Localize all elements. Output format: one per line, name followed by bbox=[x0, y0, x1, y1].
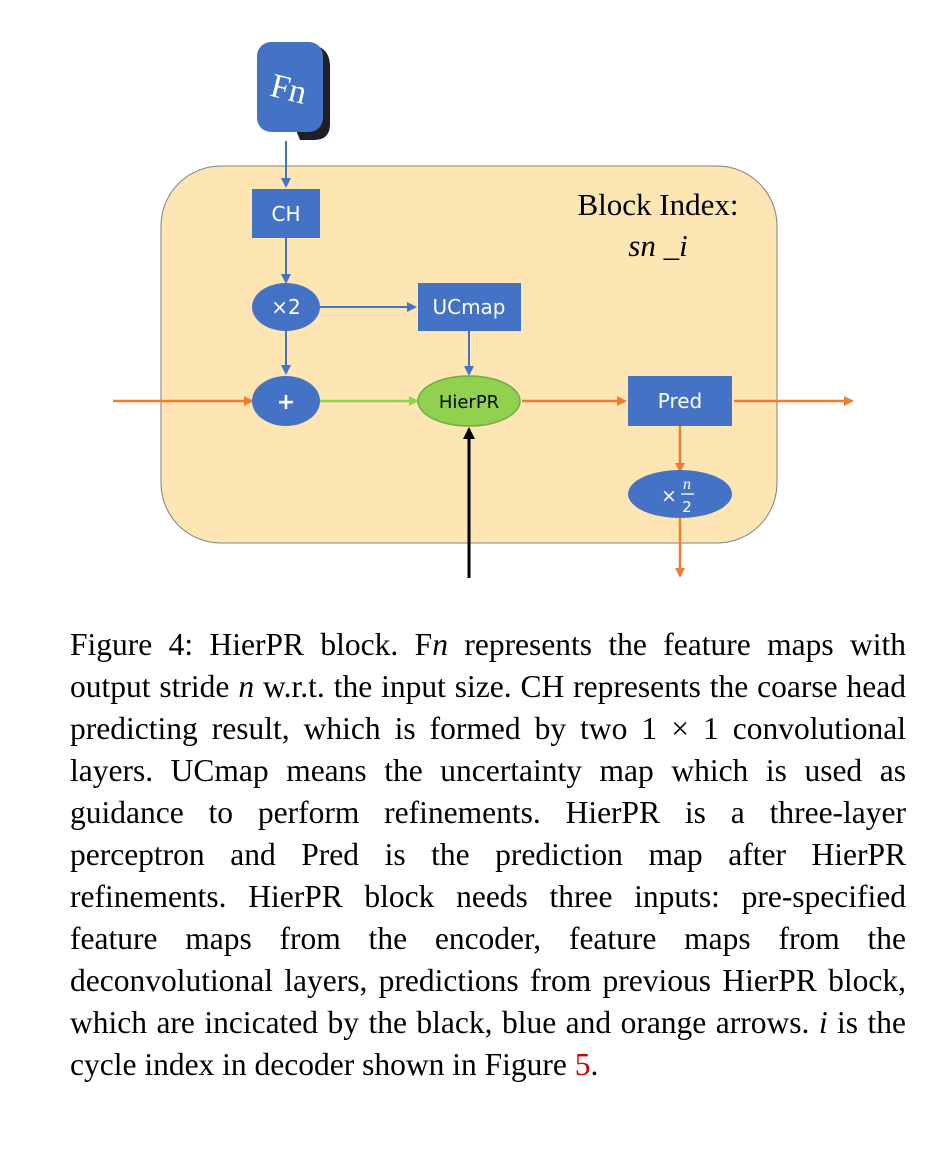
figure-reference-link[interactable]: 5 bbox=[574, 1047, 591, 1082]
hierpr-node bbox=[417, 375, 521, 427]
caption-label: Figure 4: bbox=[70, 627, 194, 662]
hierpr-block-diagram: Fn CH ×2 UCmap + HierPR Pred × n 2 Block… bbox=[113, 42, 854, 578]
pred-box bbox=[628, 376, 732, 426]
times-n-over-2-times: × bbox=[661, 485, 677, 507]
caption-math-i: i bbox=[818, 1005, 828, 1040]
times-n-over-2-denominator: 2 bbox=[682, 498, 692, 516]
plus-label: + bbox=[277, 390, 295, 415]
ucmap-box bbox=[418, 283, 521, 331]
caption-math-n-2: n bbox=[238, 669, 255, 704]
block-index-value: sn _i bbox=[628, 228, 687, 263]
caption-text-1: HierPR block. F bbox=[209, 627, 433, 662]
times-n-over-2-numerator: n bbox=[683, 476, 691, 493]
figure-caption: Figure 4: HierPR block. Fn represents th… bbox=[70, 624, 906, 1086]
fn-input-label: Fn bbox=[267, 67, 311, 112]
caption-math-n: n bbox=[432, 627, 448, 662]
caption-text-2: represents the feature maps with output … bbox=[70, 627, 906, 704]
ucmap-label: UCmap bbox=[432, 295, 505, 319]
block-index-label: Block Index: bbox=[578, 187, 739, 222]
fn-input-node: Fn bbox=[257, 42, 330, 140]
caption-text-3: w.r.t. the input size. CH represents the… bbox=[70, 669, 906, 1040]
caption-text-5: . bbox=[590, 1047, 599, 1082]
ch-label: CH bbox=[271, 202, 300, 226]
times2-label: ×2 bbox=[271, 295, 300, 319]
times-n-over-2-node bbox=[628, 470, 732, 518]
plus-node bbox=[252, 376, 320, 426]
hierpr-label: HierPR bbox=[439, 392, 499, 413]
ch-box bbox=[252, 189, 320, 238]
pred-label: Pred bbox=[658, 389, 703, 413]
times2-node bbox=[252, 283, 320, 331]
caption-text-4: is the cycle index in decoder shown in F… bbox=[70, 1005, 906, 1082]
